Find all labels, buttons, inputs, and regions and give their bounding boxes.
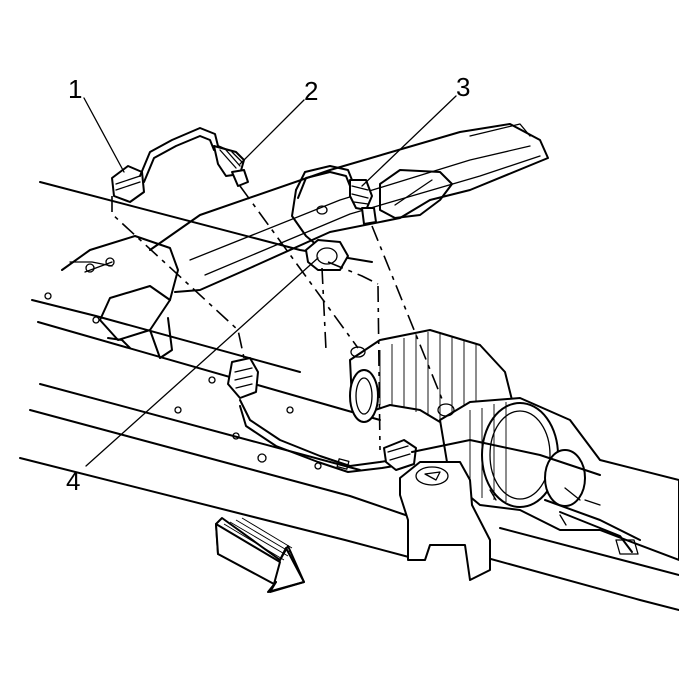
callouts: 1 2 3 4 <box>66 72 470 496</box>
callout-leaders <box>83 95 457 467</box>
exhaust-pipe <box>439 397 679 561</box>
installation-lines <box>111 185 445 451</box>
oxygen-sensor-connector <box>111 165 145 203</box>
callout-leader-1 <box>83 97 125 173</box>
downstream-oxygen-sensor <box>349 179 377 225</box>
callout-leader-3 <box>361 95 457 187</box>
callout-leader-2 <box>239 99 305 165</box>
wiring-harness <box>227 357 601 476</box>
upstream-oxygen-sensor <box>213 145 249 187</box>
callout-3: 3 <box>456 72 470 102</box>
front-direction-arrow-icon <box>215 517 305 593</box>
cross-member <box>61 123 549 359</box>
sensor-wiring <box>139 127 361 247</box>
callout-1: 1 <box>68 74 82 104</box>
callout-2: 2 <box>304 76 318 106</box>
wiring-harness-clip <box>305 205 455 417</box>
exhaust-hanger-bracket <box>399 461 491 581</box>
callout-4: 4 <box>66 466 80 496</box>
callout-leader-4 <box>85 257 319 467</box>
